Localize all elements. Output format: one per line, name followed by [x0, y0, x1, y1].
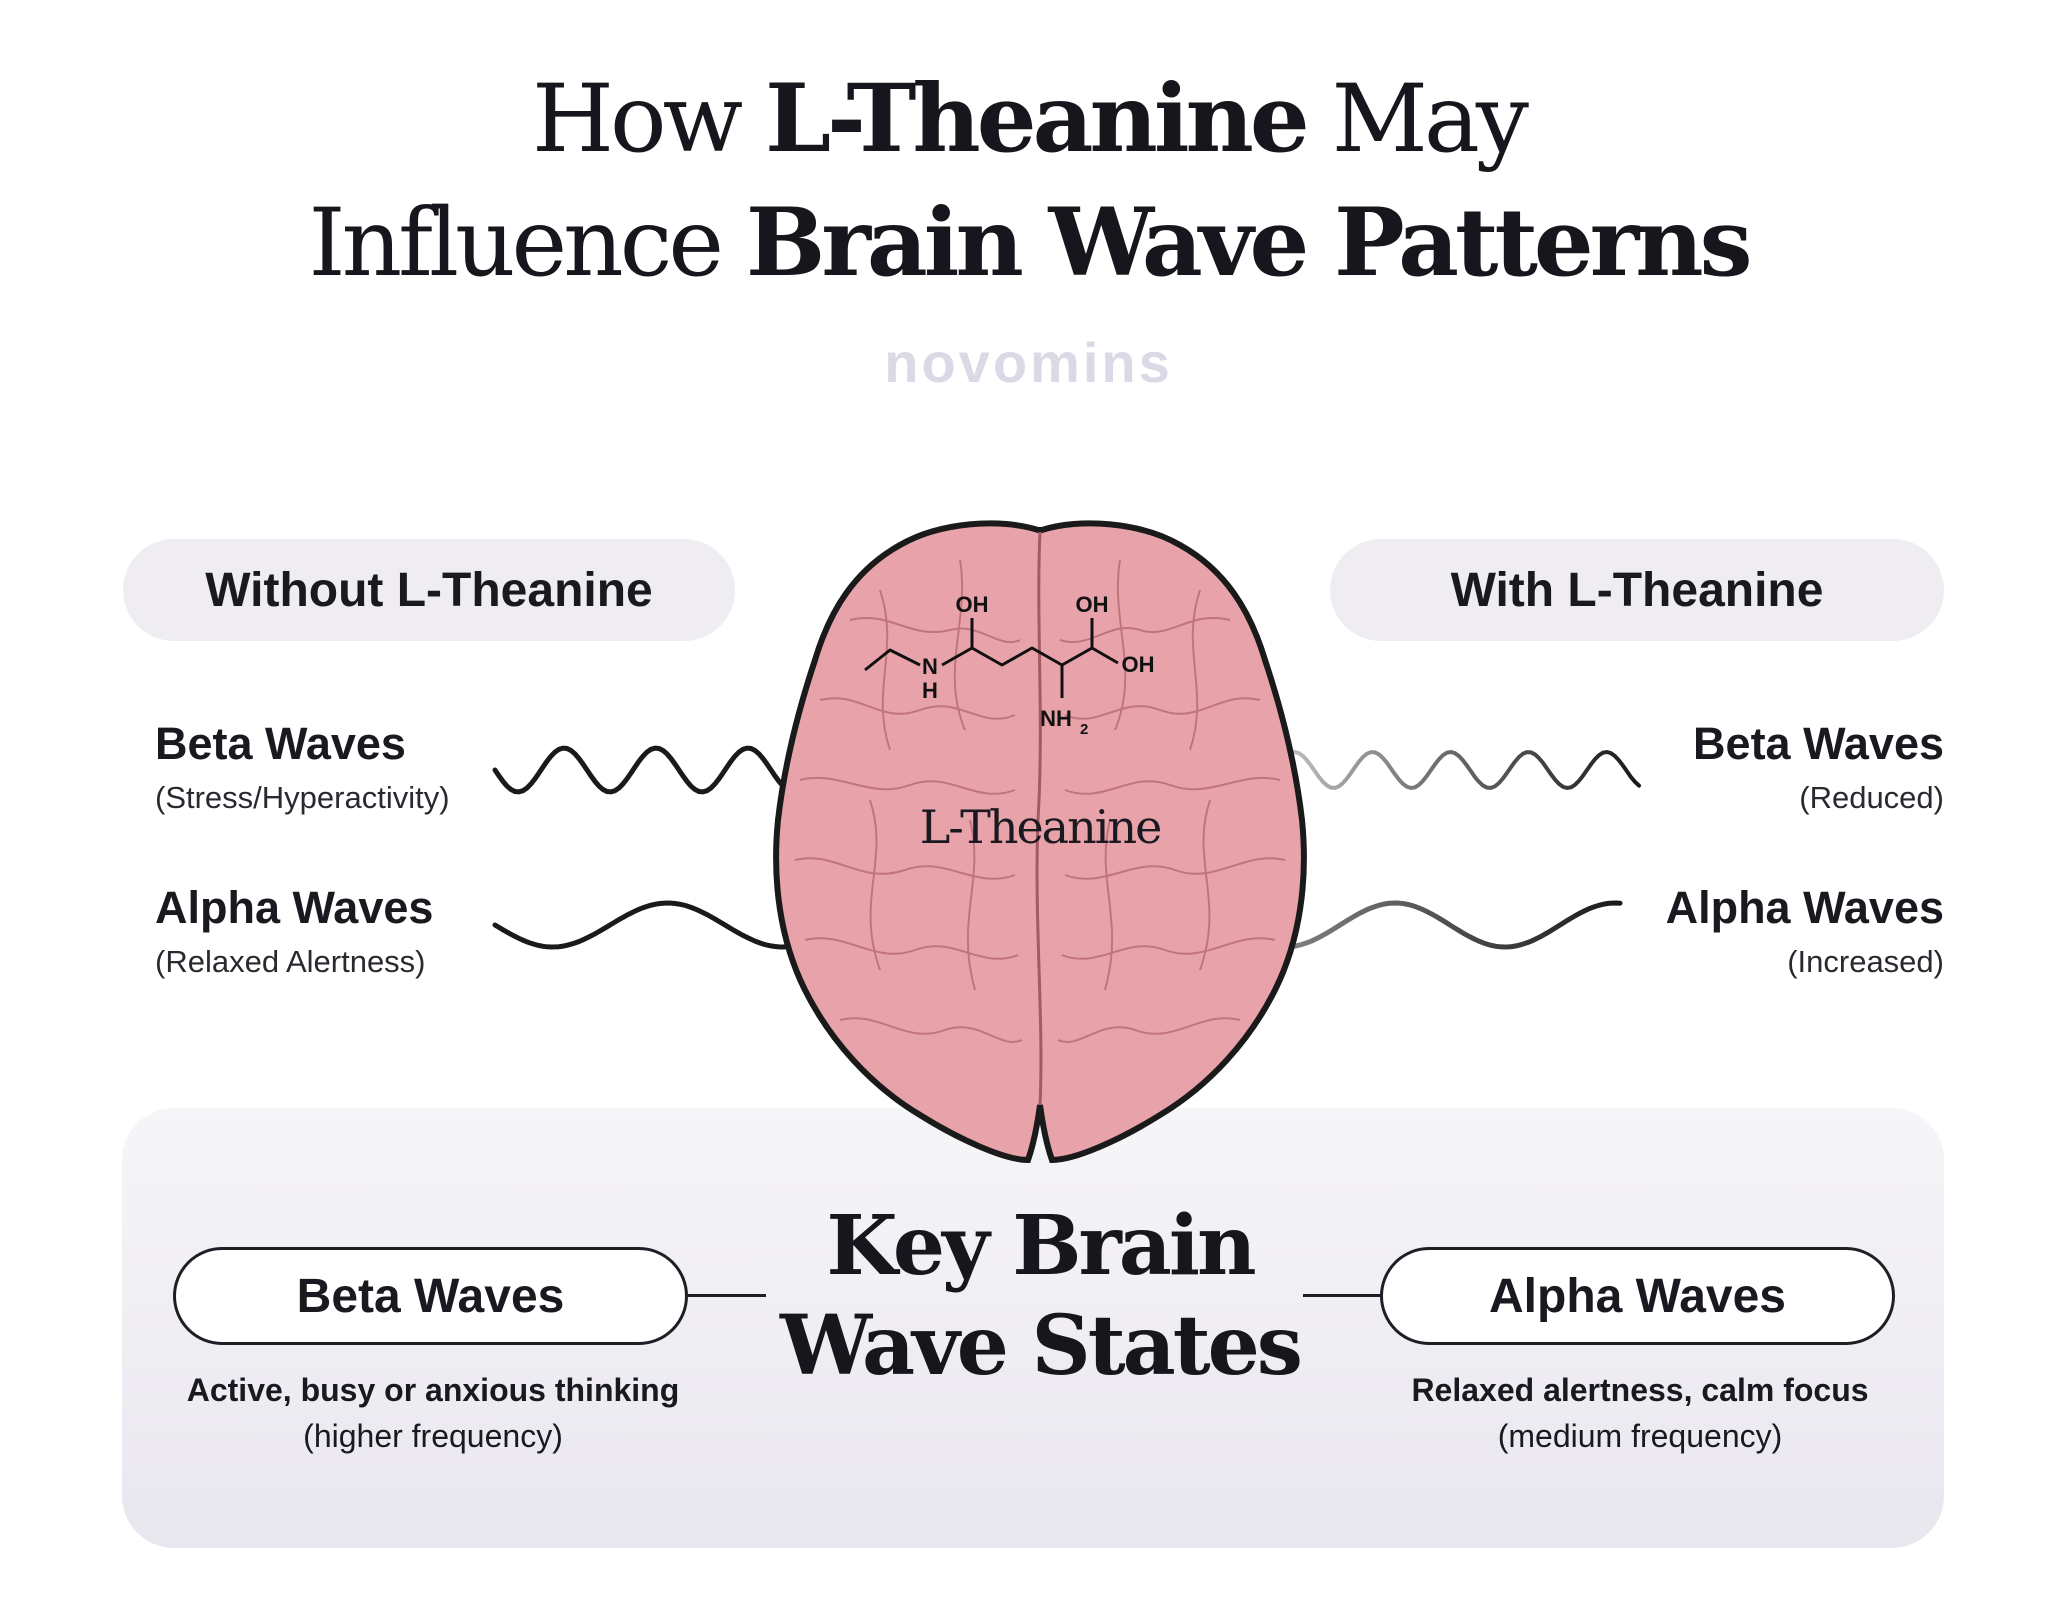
key-states-title-line-1: Key Brain — [826, 1198, 1256, 1294]
brain-illustration: N H OH OH OH NH 2 — [773, 520, 1307, 1164]
molecule-label: L-Theanine — [919, 800, 1163, 854]
page-title-line-2: Influence Brain Wave Patterns — [308, 188, 1752, 298]
alpha-waves-frequency: (medium frequency) — [1497, 1418, 1783, 1454]
brain-folds — [794, 559, 1286, 1043]
molecule-oh-3: OH — [1122, 652, 1155, 677]
without-alpha-label: Alpha Waves — [155, 882, 434, 933]
beta-waves-badge: Beta Waves — [173, 1247, 688, 1345]
molecule-structure — [864, 618, 1119, 698]
with-alpha-note: (Increased) — [1787, 944, 1944, 979]
without-beta-note: (Stress/Hyperactivity) — [155, 780, 450, 815]
without-theanine-heading: Without L-Theanine — [123, 539, 735, 641]
page-title-line-1: How L-Theanine May — [532, 64, 1529, 174]
without-beta-label: Beta Waves — [155, 718, 406, 769]
beta-waves-frequency: (higher frequency) — [303, 1418, 563, 1454]
molecule-n: N — [922, 654, 938, 679]
molecule-oh-2: OH — [1076, 592, 1109, 617]
key-states-title-line-2: Wave States — [780, 1298, 1303, 1394]
beta-waves-description: Active, busy or anxious thinking — [186, 1372, 680, 1408]
molecule-h: H — [922, 678, 938, 703]
brain-fissure — [1035, 531, 1043, 1106]
alpha-waves-description: Relaxed alertness, calm focus — [1411, 1372, 1869, 1408]
brain-outline — [773, 520, 1307, 1164]
molecule-oh-1: OH — [956, 592, 989, 617]
without-alpha-note: (Relaxed Alertness) — [155, 944, 426, 979]
with-beta-label: Beta Waves — [1693, 718, 1944, 769]
connector-right — [1303, 1294, 1381, 1297]
with-alpha-label: Alpha Waves — [1665, 882, 1944, 933]
molecule-nh-subscript: 2 — [1080, 721, 1088, 738]
with-beta-note: (Reduced) — [1799, 780, 1944, 815]
brand-logo: novomins — [884, 331, 1173, 394]
connector-left — [688, 1294, 766, 1297]
with-theanine-heading: With L-Theanine — [1330, 539, 1944, 641]
alpha-waves-badge: Alpha Waves — [1380, 1247, 1895, 1345]
beta-wave-reduced — [1273, 749, 1641, 791]
molecule-nh: NH — [1040, 706, 1072, 731]
